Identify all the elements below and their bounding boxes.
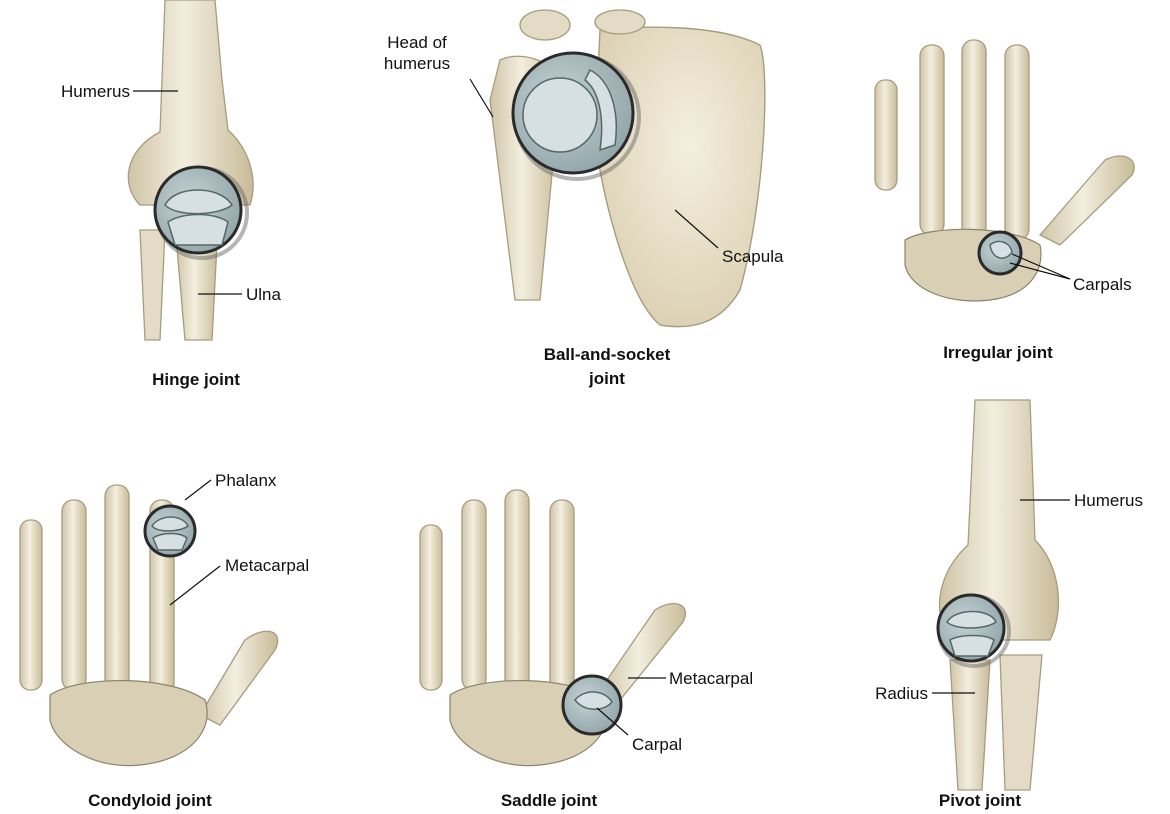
- irregular-joint-caption: Irregular joint: [943, 343, 1053, 362]
- pivot-joint-caption: Pivot joint: [939, 791, 1022, 810]
- pivot-joint-magnifier: [938, 595, 1009, 666]
- irregular-joint-magnifier: [979, 232, 1021, 274]
- hinge-joint-caption: Hinge joint: [152, 370, 240, 389]
- scapula-label: Scapula: [722, 247, 784, 266]
- metacarpal-label-condyloid: Metacarpal: [225, 556, 309, 575]
- saddle-joint-magnifier: [563, 676, 621, 734]
- humerus-label-pivot: Humerus: [1074, 491, 1143, 510]
- carpal-label: Carpal: [632, 735, 682, 754]
- condyloid-joint-panel: Phalanx Metacarpal Condyloid joint: [20, 471, 309, 810]
- pivot-joint-panel: Humerus Radius Pivot joint: [875, 400, 1143, 810]
- condyloid-joint-magnifier: [145, 506, 195, 556]
- ball-socket-caption-line1: Ball-and-socket: [544, 345, 671, 364]
- irregular-joint-panel: Carpals Irregular joint: [875, 40, 1134, 362]
- radius-ulna-bones-pivot: [950, 655, 1042, 790]
- ball-socket-joint-panel: Head of humerus Scapula Ball-and-socket …: [384, 10, 784, 388]
- head-of-humerus-label-line2: humerus: [384, 54, 450, 73]
- ball-socket-caption-line2: joint: [588, 369, 625, 388]
- ulna-label: Ulna: [246, 285, 282, 304]
- carpals-label: Carpals: [1073, 275, 1132, 294]
- ball-socket-joint-magnifier: [513, 53, 639, 179]
- phalanx-label: Phalanx: [215, 471, 277, 490]
- hinge-joint-panel: Humerus Ulna Hinge joint: [61, 0, 281, 389]
- humerus-label: Humerus: [61, 82, 130, 101]
- saddle-joint-panel: Metacarpal Carpal Saddle joint: [420, 490, 753, 810]
- radius-label: Radius: [875, 684, 928, 703]
- hinge-joint-magnifier: [155, 167, 247, 258]
- head-of-humerus-label-line1: Head of: [387, 33, 447, 52]
- saddle-joint-caption: Saddle joint: [501, 791, 598, 810]
- condyloid-joint-caption: Condyloid joint: [88, 791, 212, 810]
- metacarpal-label-saddle: Metacarpal: [669, 669, 753, 688]
- hand-bones-saddle: [420, 490, 685, 766]
